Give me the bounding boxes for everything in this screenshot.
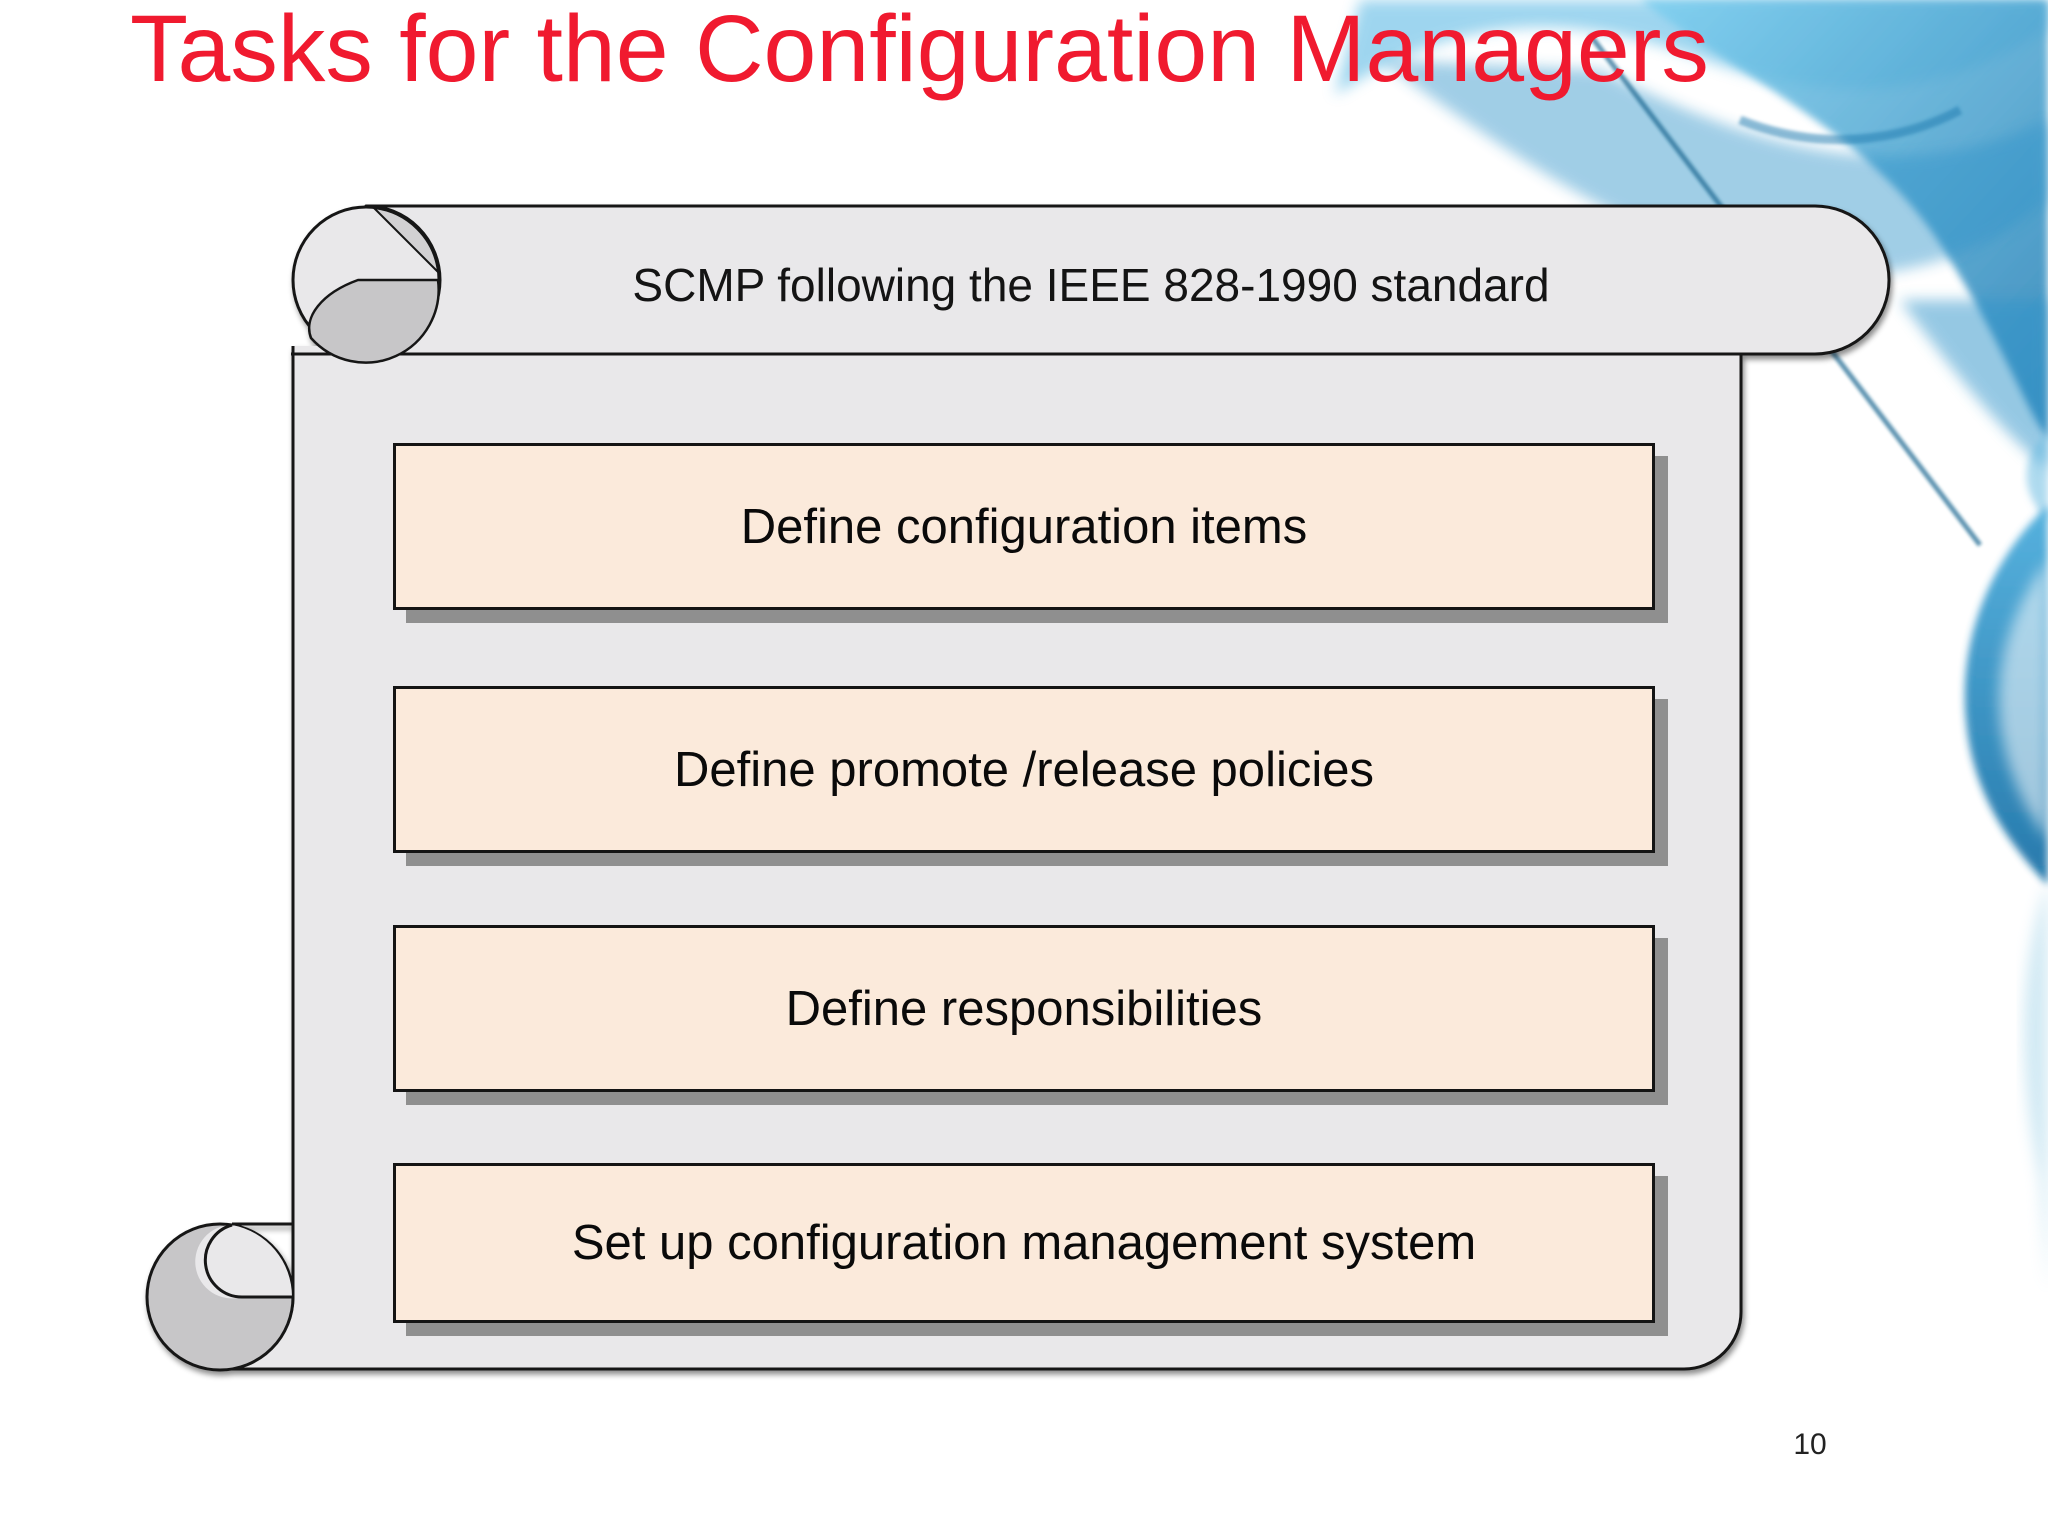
task-label: Define promote /release policies [674,742,1374,797]
task-box-define-promote-release-policies: Define promote /release policies [393,686,1655,853]
scroll-top-curl [291,205,441,364]
slide-title: Tasks for the Configuration Managers [130,0,1709,102]
task-box-setup-configuration-management-system: Set up configuration management system [393,1163,1655,1323]
task-label: Set up configuration management system [571,1216,1477,1270]
task-box-define-responsibilities: Define responsibilities [393,925,1655,1092]
task-box-define-configuration-items: Define configuration items [393,443,1655,610]
swirl-right-edge [1964,430,2048,1290]
page-number: 10 [1793,1428,1827,1461]
swirl-top-right [1335,0,2048,547]
scroll-bottom-curl [145,1222,295,1372]
task-label: Define responsibilities [785,981,1263,1036]
scroll-banner-text: SCMP following the IEEE 828-1990 standar… [632,259,1550,311]
task-label: Define configuration items [740,499,1308,554]
